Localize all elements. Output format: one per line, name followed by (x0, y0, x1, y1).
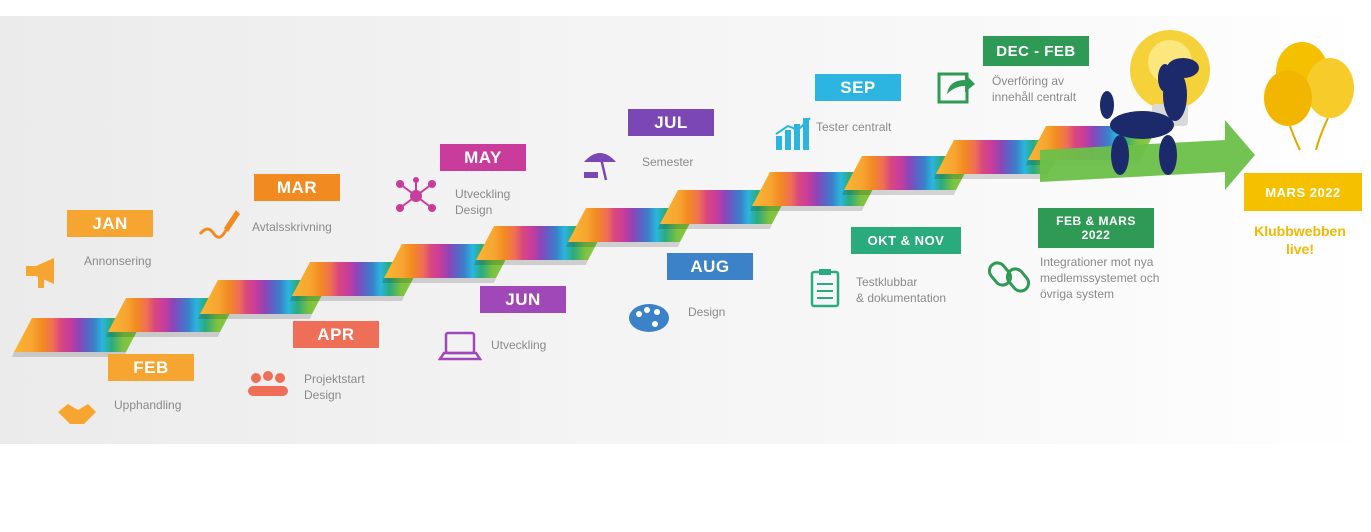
finale-text: Klubbwebben live! (1254, 223, 1346, 257)
bar-chart-icon (772, 114, 816, 159)
timeline-step-shadow (658, 224, 772, 229)
laptop-icon (437, 327, 483, 372)
milestone-description-feb: Upphandling (114, 398, 182, 412)
chain-link-icon (987, 256, 1032, 301)
milestone-label-jan: JAN (67, 210, 153, 237)
milestone-label-feb-mars: FEB & MARS 2022 (1038, 208, 1154, 248)
milestone-description-sep: Tester centralt (816, 120, 892, 134)
milestone-description-okt-nov: Testklubbar & dokumentation (856, 275, 947, 305)
milestone-label-jun: JUN (480, 286, 566, 313)
palette-icon (627, 296, 671, 341)
milestone-description-may: Utveckling Design (455, 187, 511, 217)
finale-label: MARS 2022 (1244, 173, 1362, 211)
share-arrow-icon (935, 66, 979, 111)
finale-arrow-icon (1040, 120, 1255, 190)
balloons-icon (1264, 42, 1354, 151)
timeline-step-shadow (750, 206, 864, 211)
milestone-label-apr: APR (293, 321, 379, 348)
milestone-label-mar: MAR (254, 174, 340, 201)
clipboard-icon (804, 268, 848, 313)
milestone-label-may: MAY (440, 144, 526, 171)
timeline-step (936, 140, 1066, 174)
milestone-label-jul: JUL (628, 109, 714, 136)
beach-umbrella-icon (580, 144, 624, 189)
milestone-description-mar: Avtalsskrivning (252, 220, 332, 234)
timeline-step-shadow (934, 174, 1048, 179)
milestone-description-dec-feb: Överföring av innehåll centralt (992, 74, 1077, 104)
timeline-step-shadow (290, 296, 404, 301)
milestone-label-feb: FEB (108, 354, 194, 381)
timeline-step-shadow (382, 278, 496, 283)
milestone-label-okt-nov: OKT & NOV (851, 227, 961, 254)
network-icon (394, 176, 438, 221)
timeline-step-shadow (474, 260, 588, 265)
timeline-step-shadow (198, 314, 312, 319)
milestone-label-aug: AUG (667, 253, 753, 280)
milestone-description-jul: Semester (642, 155, 694, 169)
milestone-description-feb-mars: Integrationer mot nya medlemssystemet oc… (1040, 255, 1160, 301)
team-meeting-icon (246, 366, 290, 411)
milestone-description-apr: Projektstart Design (304, 372, 365, 402)
milestone-description-jun: Utveckling (491, 338, 547, 352)
milestone-description-aug: Design (688, 305, 726, 319)
milestone-label-sep: SEP (815, 74, 901, 101)
timeline-step-shadow (566, 242, 680, 247)
handshake-icon (54, 392, 98, 437)
milestone-description-jan: Annonsering (84, 254, 152, 268)
timeline-step-shadow (842, 190, 956, 195)
timeline-step-shadow (106, 332, 220, 337)
milestone-label-dec-feb: DEC - FEB (983, 36, 1089, 66)
timeline-step-shadow (12, 352, 126, 357)
pen-sign-icon (196, 204, 240, 249)
balloon-dog-icon (1100, 58, 1199, 175)
megaphone-icon (24, 252, 68, 297)
